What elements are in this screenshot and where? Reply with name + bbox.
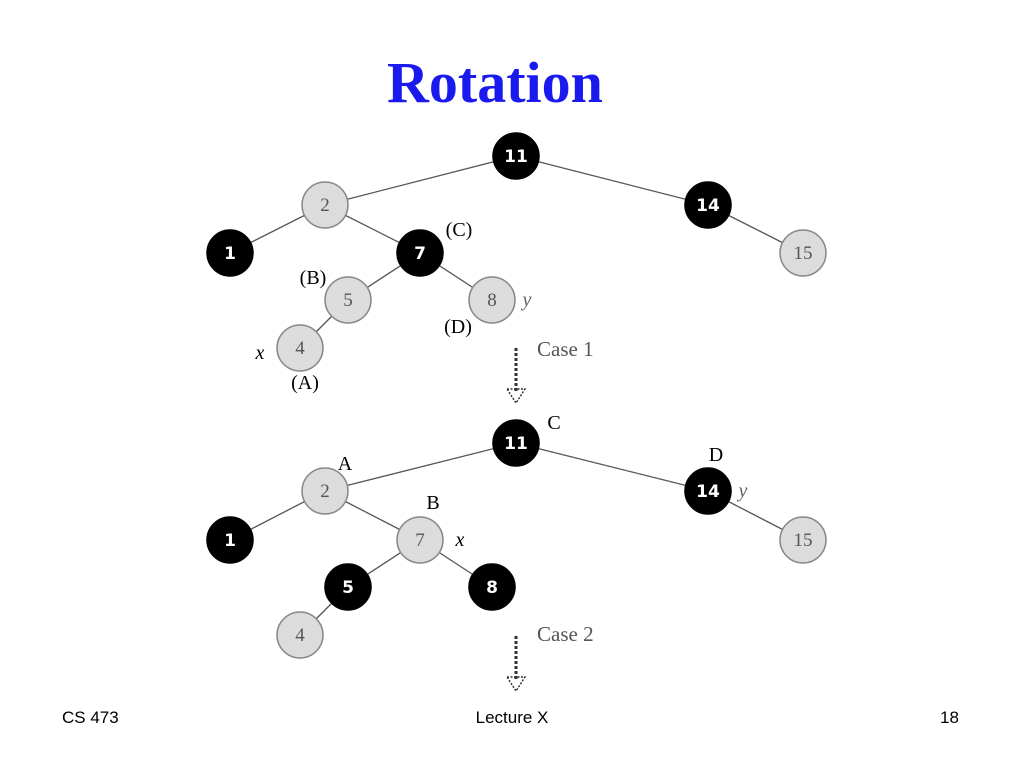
- node-circle: [206, 516, 254, 564]
- node-key: 14: [696, 196, 720, 216]
- annotation-x-tree2: x: [455, 529, 465, 551]
- tree-node-black: 11: [492, 132, 540, 180]
- node-key: 14: [696, 482, 720, 502]
- tree-edges: [229, 155, 804, 636]
- node-circle: [396, 229, 444, 277]
- tree-node-red: 2: [301, 467, 349, 515]
- node-circle: [324, 563, 372, 611]
- node-key: 15: [794, 243, 813, 264]
- node-key: 4: [295, 338, 305, 359]
- footer-course: CS 473: [62, 708, 119, 727]
- node-circle: [396, 516, 444, 564]
- node-circle: [301, 467, 349, 515]
- node-circle: [684, 181, 732, 229]
- tree-edge: [515, 155, 709, 206]
- annotation-d-parenthesized: (D): [444, 316, 472, 338]
- node-key: 8: [487, 290, 497, 311]
- node-key: 1: [224, 531, 236, 551]
- tree-edge: [515, 442, 709, 492]
- node-key: 4: [295, 625, 305, 646]
- node-key: 15: [794, 530, 813, 551]
- tree-node-black: 1: [206, 229, 254, 277]
- annotation-a: A: [338, 453, 353, 475]
- node-circle: [492, 132, 540, 180]
- annotation-c: C: [547, 412, 560, 434]
- node-circle: [276, 611, 324, 659]
- tree-node-black: 14: [684, 467, 732, 515]
- tree-nodes: 11 2 14 1 7 15 5 8 4 11 2 14 1 7 15 5 8 4: [206, 132, 827, 659]
- node-circle: [276, 324, 324, 372]
- case-2-label: Case 2: [537, 622, 594, 646]
- node-circle: [324, 276, 372, 324]
- node-key: 2: [320, 195, 330, 216]
- node-circle: [206, 229, 254, 277]
- node-circle: [684, 467, 732, 515]
- node-key: 7: [414, 244, 426, 264]
- node-key: 11: [504, 434, 528, 454]
- annotation-b-parenthesized: (B): [300, 267, 327, 289]
- node-key: 2: [320, 481, 330, 502]
- node-key: 5: [342, 578, 354, 598]
- slide-title: Rotation: [387, 50, 603, 115]
- tree-node-black: 7: [396, 229, 444, 277]
- node-key: 1: [224, 244, 236, 264]
- tree-node-black: 11: [492, 419, 540, 467]
- tree-node-red: 5: [324, 276, 372, 324]
- tree-node-red: 15: [779, 229, 827, 277]
- node-circle: [468, 276, 516, 324]
- annotation-a-parenthesized: (A): [291, 372, 319, 394]
- annotation-y-tree2: y: [737, 480, 748, 502]
- node-circle: [492, 419, 540, 467]
- node-circle: [779, 229, 827, 277]
- annotation-d: D: [709, 444, 723, 466]
- tree-node-black: 8: [468, 563, 516, 611]
- footer-page-number: 18: [940, 708, 959, 727]
- annotation-b: B: [426, 492, 439, 514]
- tree-node-red: 2: [301, 181, 349, 229]
- node-key: 11: [504, 147, 528, 167]
- tree-node-black: 5: [324, 563, 372, 611]
- annotation-y-tree1: y: [521, 289, 532, 311]
- dashed-down-arrow-icon: [505, 636, 527, 693]
- footer-lecture: Lecture X: [475, 708, 549, 727]
- annotation-c-parenthesized: (C): [446, 219, 473, 241]
- node-circle: [301, 181, 349, 229]
- node-circle: [779, 516, 827, 564]
- node-key: 8: [486, 578, 498, 598]
- tree-node-red: 7: [396, 516, 444, 564]
- node-key: 5: [343, 290, 353, 311]
- tree-edge: [324, 442, 517, 492]
- node-circle: [468, 563, 516, 611]
- dashed-down-arrow-icon: [505, 348, 527, 405]
- tree-node-red: 8: [468, 276, 516, 324]
- tree-node-red: 15: [779, 516, 827, 564]
- case-1-label: Case 1: [537, 337, 594, 361]
- tree-node-black: 14: [684, 181, 732, 229]
- node-key: 7: [415, 530, 425, 551]
- tree-node-black: 1: [206, 516, 254, 564]
- tree-node-red: 4: [276, 611, 324, 659]
- tree-edge: [324, 155, 517, 206]
- annotation-x-tree1: x: [255, 342, 265, 364]
- tree-node-red: 4: [276, 324, 324, 372]
